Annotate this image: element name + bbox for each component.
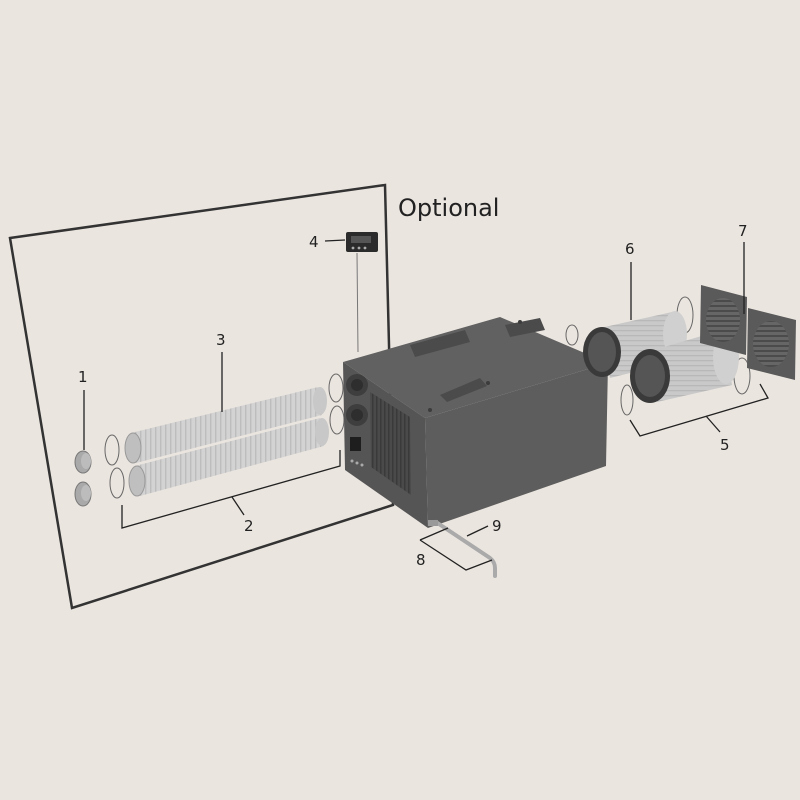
part-number-7: 7 (738, 222, 748, 240)
part-number-4: 4 (309, 233, 319, 251)
part-7-grilles (700, 285, 796, 380)
part-number-2: 2 (244, 517, 254, 535)
optional-frame (8, 183, 395, 610)
part-3-flexible-ducts (124, 387, 329, 497)
part-9-drain-pipe (434, 520, 497, 578)
part-4-controller (346, 232, 378, 252)
part-number-9: 9 (492, 517, 502, 535)
part-number-5: 5 (720, 436, 730, 454)
part-number-8: 8 (416, 551, 426, 569)
part-number-3: 3 (216, 331, 226, 349)
part-number-1: 1 (78, 368, 88, 386)
part-8-drain-fitting (428, 520, 438, 526)
part-1-wall-caps (74, 450, 92, 507)
part-number-6: 6 (625, 240, 635, 258)
part-6-filter-cylinders (583, 311, 739, 403)
main-unit (343, 317, 608, 528)
optional-label: Optional (398, 194, 499, 222)
